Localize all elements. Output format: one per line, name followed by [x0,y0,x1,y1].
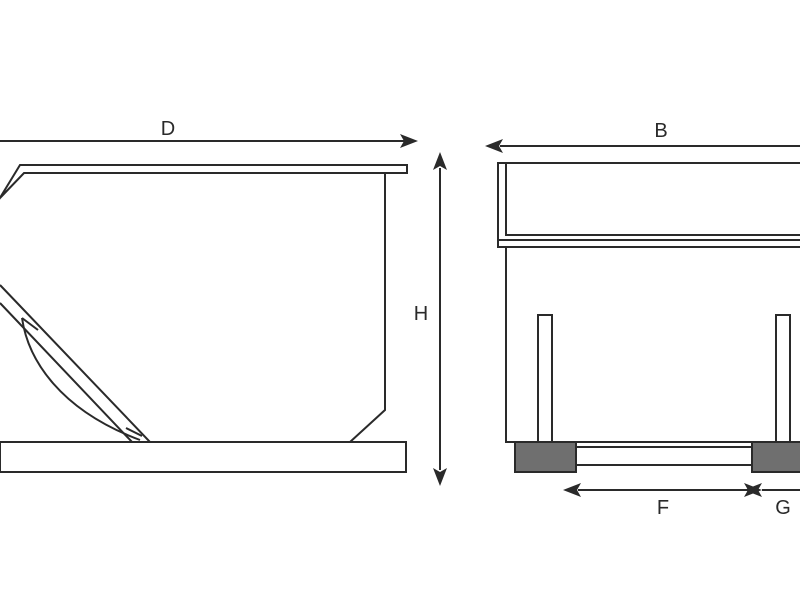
front-fork-post-right [775,314,791,443]
dimension-h-label: H [414,303,428,325]
dimension-b-label: B [654,120,667,142]
side-back-wall [349,173,386,443]
side-rocker-curve [21,317,141,441]
dimension-g-label: G [775,497,791,519]
dimension-d-arrowhead [400,134,418,148]
front-view [497,162,800,473]
dimension-f-arrowhead-left [563,483,581,497]
front-skid-right [751,441,800,473]
side-top-rim [0,164,408,200]
front-body-wall [505,247,800,443]
dimension-f: F [563,483,762,519]
dimension-b: B [485,120,800,153]
side-base-skid [0,441,407,473]
dimension-g-arrowhead-left [744,483,762,497]
front-top-rim [497,162,800,248]
front-fork-post-left [537,314,553,443]
dimension-b-arrowhead [485,139,503,153]
front-skid-left [514,441,577,473]
side-view [0,164,408,473]
front-rim-inner [505,163,800,236]
side-hinge-bracket [21,317,39,331]
dimension-f-label: F [657,497,669,519]
dimension-d: D [0,118,418,148]
dimension-h-arrowhead-bottom [433,468,447,486]
dimension-g: G [744,483,800,519]
front-bottom-frame [575,446,753,466]
side-hinge-bracket-lower [125,427,143,437]
side-tipping-plate [0,284,153,443]
dimension-h-arrowhead-top [433,152,447,170]
dimension-d-label: D [161,118,175,140]
dimension-h: H [414,152,447,486]
